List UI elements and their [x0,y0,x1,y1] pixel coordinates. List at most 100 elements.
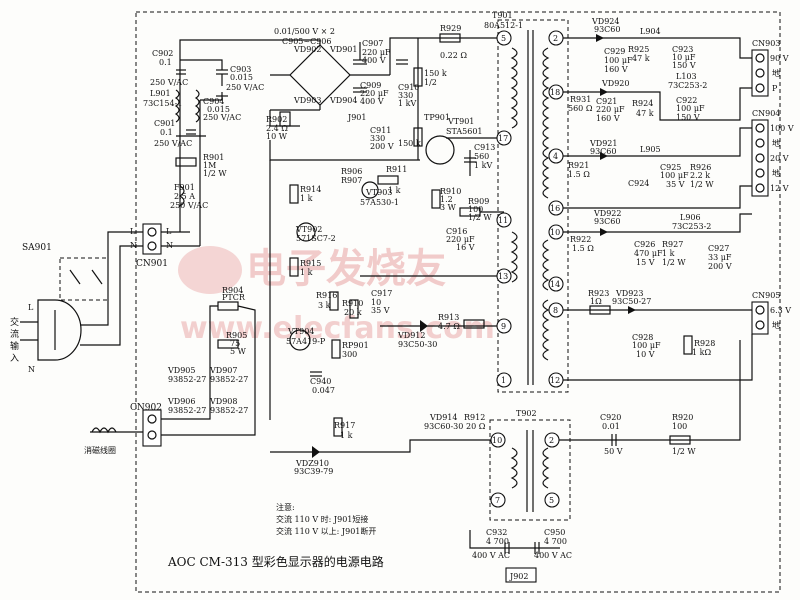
svg-text:10: 10 [492,436,502,445]
svg-text:35 V: 35 V [666,180,685,189]
svg-text:1Ω: 1Ω [590,297,602,306]
svg-text:VD912: VD912 [397,331,425,340]
svg-text:0.015: 0.015 [207,105,230,114]
svg-text:16 V: 16 V [456,243,475,252]
svg-text:1 kΩ: 1 kΩ [692,348,711,357]
svg-text:73C253-2: 73C253-2 [672,222,711,231]
svg-text:VD901: VD901 [329,45,357,54]
svg-text:N: N [28,365,35,374]
svg-text:100 V: 100 V [770,124,794,133]
svg-text:L901: L901 [150,89,171,98]
svg-text:93C50-27: 93C50-27 [612,297,651,306]
svg-text:C916: C916 [446,227,467,236]
svg-text:1/2 W: 1/2 W [203,169,227,178]
svg-text:13: 13 [498,272,508,281]
svg-text:160 V: 160 V [604,65,628,74]
svg-text:R911: R911 [386,165,407,174]
connectors: CN903 90 V 地 P CN904 100 V 地 20 V 地 12 V… [751,39,794,335]
svg-text:P: P [772,84,778,93]
svg-text:R905: R905 [226,331,247,340]
svg-text:VD908: VD908 [209,397,237,406]
svg-text:80A512-1: 80A512-1 [484,21,523,30]
svg-text:R902: R902 [266,115,287,124]
svg-text:93C60: 93C60 [590,147,616,156]
svg-text:T902: T902 [516,409,537,418]
svg-text:100 μF: 100 μF [604,56,633,65]
control-section: R906 R907 R911 1 k VT903 57A530-1 R914 1… [161,140,504,476]
svg-text:10 V: 10 V [636,350,655,359]
svg-text:560 Ω: 560 Ω [568,104,593,113]
svg-text:1.5 Ω: 1.5 Ω [572,244,594,253]
cn903 [751,49,769,97]
svg-text:R926: R926 [690,163,711,172]
svg-text:CN904: CN904 [752,109,780,118]
svg-text:0.015: 0.015 [230,73,253,82]
svg-text:12 V: 12 V [770,184,789,193]
svg-text:L103: L103 [676,72,697,81]
svg-text:R924: R924 [632,99,653,108]
svg-text:3 W: 3 W [440,203,457,212]
note-line-2: 交流 110 V 以上: J901断开 [276,526,376,536]
svg-text:47 k: 47 k [636,109,654,118]
svg-text:93852-27: 93852-27 [210,406,248,415]
svg-text:2.2 k: 2.2 k [690,171,710,180]
svg-text:0.01: 0.01 [602,422,620,431]
svg-text:TP901: TP901 [424,113,450,122]
svg-text:C950: C950 [544,528,565,537]
svg-text:VD904: VD904 [329,96,357,105]
svg-text:地: 地 [772,320,780,330]
svg-text:VD907: VD907 [209,366,237,375]
svg-text:F901: F901 [174,183,195,192]
svg-text:L905: L905 [640,145,661,154]
transformer-t901: T901 80A512-1 5 17 11 13 9 1 2 18 4 16 1… [484,11,569,393]
svg-text:VD921: VD921 [589,139,617,148]
svg-text:VT901: VT901 [447,117,474,126]
svg-text:160 V: 160 V [596,114,620,123]
svg-text:35 V: 35 V [371,306,390,315]
svg-text:1 k: 1 k [340,431,353,440]
svg-text:J901: J901 [347,113,366,122]
svg-text:73C154-1: 73C154-1 [143,99,182,108]
svg-text:4 700: 4 700 [544,537,567,546]
svg-text:6.3 V: 6.3 V [770,306,791,315]
svg-text:1 k: 1 k [300,268,313,277]
svg-text:100 μF: 100 μF [676,104,705,113]
svg-text:150 V: 150 V [676,113,700,122]
svg-text:0.1: 0.1 [160,128,173,137]
svg-text:50 V: 50 V [604,447,623,456]
svg-text:330: 330 [398,91,413,100]
svg-text:571SC7-2: 571SC7-2 [296,234,336,243]
svg-text:C909: C909 [360,81,381,90]
svg-text:220 μF: 220 μF [360,89,389,98]
svg-text:330: 330 [370,134,385,143]
board-outline [135,11,781,593]
svg-text:入: 入 [10,353,19,364]
svg-text:5: 5 [501,34,506,43]
svg-text:57A530-1: 57A530-1 [360,198,399,207]
svg-text:93C39-79: 93C39-79 [294,467,333,476]
svg-text:1 k: 1 k [300,194,313,203]
svg-text:150 V: 150 V [672,61,696,70]
svg-text:10 W: 10 W [266,132,288,141]
primary-rail: R929 0.22 Ω 150 k 1/2 150 k C910 330 1 k… [370,24,504,176]
svg-text:C902: C902 [152,49,173,58]
note-label: 注意: [276,502,295,512]
svg-text:R927: R927 [662,240,683,249]
ac-input: 交 流 输 入 L N SA901 L N L N CN901 CN902 消磁… [10,223,173,455]
svg-text:1/2 W: 1/2 W [672,447,696,456]
svg-text:1 k: 1 k [388,186,401,195]
svg-text:200 V: 200 V [370,142,394,151]
svg-text:150 k: 150 k [424,69,447,78]
svg-text:C904: C904 [203,97,224,106]
svg-text:250 V/AC: 250 V/AC [226,83,264,92]
svg-text:14: 14 [550,280,560,289]
svg-text:20 Ω: 20 Ω [466,422,486,431]
svg-text:12: 12 [550,376,560,385]
svg-text:R910: R910 [440,187,461,196]
svg-text:C924: C924 [628,179,649,188]
svg-text:11: 11 [498,216,508,225]
svg-text:R921: R921 [568,161,589,170]
svg-text:10: 10 [371,298,381,307]
svg-text:1 kV: 1 kV [398,99,416,108]
